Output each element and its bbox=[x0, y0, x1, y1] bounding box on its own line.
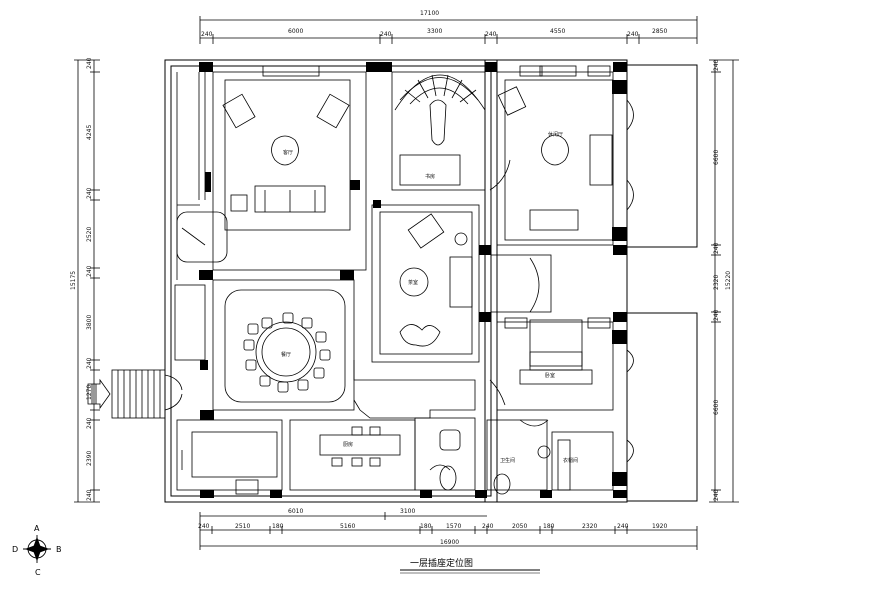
left-dim-10: 2390 bbox=[86, 451, 93, 466]
left-dim-7: 240 bbox=[86, 357, 93, 369]
bottom-dim-7: 240 bbox=[482, 523, 494, 530]
compass-rose bbox=[23, 535, 51, 563]
bottom-dim-2: 2510 bbox=[235, 523, 250, 530]
bottom-dim-6: 1570 bbox=[446, 523, 461, 530]
bottom-dim-1: 240 bbox=[198, 523, 210, 530]
bottom-upper-dim-1: 6010 bbox=[288, 508, 303, 515]
top-dim-2: 6000 bbox=[288, 28, 303, 35]
bottom-dim-4: 5160 bbox=[340, 523, 355, 530]
left-dim-8: 1270 bbox=[86, 385, 93, 400]
bottom-dimension-lines bbox=[199, 512, 698, 550]
top-dimension-lines bbox=[199, 16, 698, 44]
living-room-furniture bbox=[176, 65, 350, 263]
room-label-wc: 卫生间 bbox=[500, 457, 515, 464]
left-dim-2: 4245 bbox=[86, 125, 93, 140]
room-label-kitchen: 厨房 bbox=[343, 441, 353, 448]
bottom-dim-5: 180 bbox=[420, 523, 432, 530]
top-dim-4: 3300 bbox=[427, 28, 442, 35]
bottom-dim-9: 180 bbox=[543, 523, 555, 530]
compass-south-label: C bbox=[35, 568, 41, 577]
right-dim-1: 240 bbox=[713, 59, 720, 71]
compass-north-label: A bbox=[34, 524, 40, 533]
left-dim-6: 3800 bbox=[86, 315, 93, 330]
right-dim-3: 240 bbox=[713, 242, 720, 254]
bottom-dim-3: 180 bbox=[272, 523, 284, 530]
right-dim-5: 240 bbox=[713, 309, 720, 321]
top-dim-6: 4550 bbox=[550, 28, 565, 35]
interior-walls bbox=[174, 71, 614, 491]
right-dim-6: 6600 bbox=[713, 400, 720, 415]
left-dimension-labels: 15175 240 4245 240 2520 240 3800 240 127… bbox=[70, 57, 93, 501]
top-dim-5: 240 bbox=[485, 31, 497, 38]
room-label-lounge: 休闲厅 bbox=[548, 131, 563, 138]
right-total-dim: 15220 bbox=[725, 271, 732, 290]
left-total-dim: 15175 bbox=[70, 271, 77, 290]
left-dim-1: 240 bbox=[86, 57, 93, 69]
left-dimension-lines bbox=[74, 59, 100, 503]
compass-east-label: B bbox=[56, 545, 62, 554]
room-label-living: 客厅 bbox=[283, 149, 293, 156]
room-labels: 客厅 餐厅 茶室 休闲厅 卧室 厨房 卫生间 衣帽间 书房 bbox=[281, 131, 578, 464]
bottom-dim-12: 1920 bbox=[652, 523, 667, 530]
top-dim-3: 240 bbox=[380, 31, 392, 38]
top-dim-8: 2850 bbox=[652, 28, 667, 35]
right-dimension-lines bbox=[709, 59, 739, 503]
tea-room-furniture bbox=[399, 213, 473, 347]
room-label-tea: 茶室 bbox=[408, 279, 418, 286]
bottom-dim-11: 240 bbox=[617, 523, 629, 530]
room-label-closet: 衣帽间 bbox=[563, 457, 578, 464]
right-dim-4: 2320 bbox=[713, 275, 720, 290]
top-total-dim: 17100 bbox=[420, 10, 439, 17]
spiral-staircase bbox=[394, 74, 486, 146]
wc-fixtures bbox=[439, 429, 571, 495]
room-label-study: 书房 bbox=[425, 173, 435, 180]
right-dim-2: 6600 bbox=[713, 150, 720, 165]
right-dim-7: 240 bbox=[713, 489, 720, 501]
entry-steps bbox=[87, 369, 166, 419]
left-dim-9: 240 bbox=[86, 417, 93, 429]
top-dim-1: 240 bbox=[201, 31, 213, 38]
bar-counter bbox=[181, 426, 401, 495]
door-swings bbox=[164, 99, 634, 471]
drawing-title: 一层插座定位图 bbox=[410, 557, 473, 569]
room-label-dining: 餐厅 bbox=[281, 351, 291, 358]
dimension-labels: 17100 240 6000 240 3300 240 4550 240 285… bbox=[198, 10, 667, 546]
compass-west-label: D bbox=[12, 545, 18, 554]
right-dimension-labels: 15220 240 6600 240 2320 240 6600 240 bbox=[713, 59, 732, 501]
left-dim-5: 240 bbox=[86, 265, 93, 277]
room-label-bedroom: 卧室 bbox=[545, 372, 555, 379]
bedroom-furniture bbox=[504, 317, 611, 385]
bottom-total-dim: 16900 bbox=[440, 539, 459, 546]
left-dim-11: 240 bbox=[86, 489, 93, 501]
lounge-furniture bbox=[497, 65, 613, 231]
left-dim-4: 2520 bbox=[86, 227, 93, 242]
left-dim-3: 240 bbox=[86, 187, 93, 199]
dining-table bbox=[243, 312, 331, 393]
bottom-dim-8: 2050 bbox=[512, 523, 527, 530]
bottom-upper-dim-2: 3100 bbox=[400, 508, 415, 515]
top-dim-7: 240 bbox=[627, 31, 639, 38]
bottom-dim-10: 2320 bbox=[582, 523, 597, 530]
column-fills bbox=[199, 62, 627, 498]
